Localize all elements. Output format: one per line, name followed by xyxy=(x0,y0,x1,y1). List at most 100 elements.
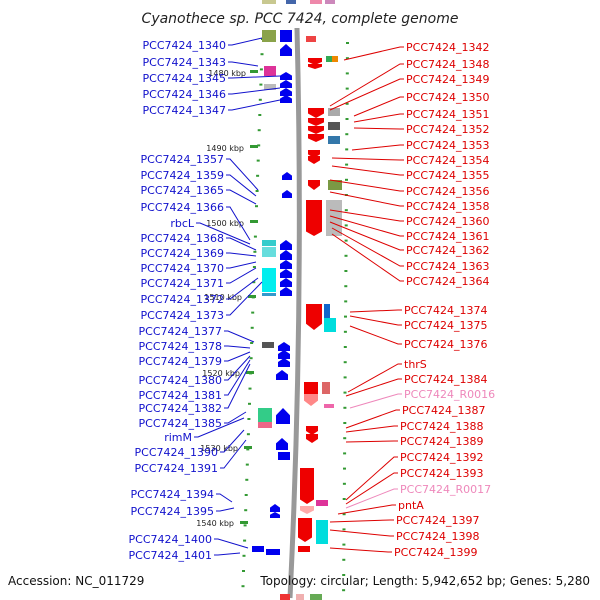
left-gene-label[interactable]: PCC7424_1359 xyxy=(141,169,224,182)
gene-glyphs xyxy=(252,30,342,555)
right-gene-label[interactable]: PCC7424_1354 xyxy=(406,154,489,167)
right-gene-label[interactable]: PCC7424_1374 xyxy=(404,304,487,317)
left-gene-label[interactable]: PCC7424_1373 xyxy=(141,309,224,322)
gene-block xyxy=(262,268,276,292)
leader-line xyxy=(349,309,402,313)
left-gene-label[interactable]: PCC7424_1377 xyxy=(139,325,222,338)
right-gene-label[interactable]: PCC7424_1360 xyxy=(406,215,489,228)
tick: 1510 kbp xyxy=(204,293,256,302)
gene-block xyxy=(316,520,328,544)
forward-gene-arrow xyxy=(278,342,290,351)
tick: 1480 kbp xyxy=(208,69,258,78)
left-gene-label[interactable]: PCC7424_1343 xyxy=(143,56,226,69)
gene-block xyxy=(332,56,338,62)
gene-block xyxy=(262,30,276,42)
right-gene-label[interactable]: PCC7424_1376 xyxy=(404,338,487,351)
leader-line xyxy=(220,429,245,453)
right-gene-label[interactable]: thrS xyxy=(404,358,427,371)
left-gene-label[interactable]: PCC7424_1395 xyxy=(131,505,214,518)
tick-label: 1510 kbp xyxy=(204,293,242,302)
left-gene-label[interactable]: PCC7424_1380 xyxy=(139,374,222,387)
gene-block xyxy=(258,408,272,422)
gene-block xyxy=(252,546,264,552)
right-gene-label[interactable]: PCC7424_1355 xyxy=(406,169,489,182)
left-gene-label[interactable]: PCC7424_1347 xyxy=(143,104,226,117)
guide-dot xyxy=(258,114,262,116)
guide-dot xyxy=(345,102,349,105)
right-gene-label[interactable]: PCC7424_1388 xyxy=(400,420,483,433)
left-gene-label[interactable]: PCC7424_1366 xyxy=(141,201,224,214)
gene-block xyxy=(322,382,330,394)
left-gene-label[interactable]: PCC7424_1369 xyxy=(141,247,224,260)
right-gene-label[interactable]: PCC7424_1349 xyxy=(406,73,489,86)
left-gene-label[interactable]: PCC7424_1372 xyxy=(141,293,224,306)
right-gene-label[interactable]: PCC7424_R0016 xyxy=(404,388,495,401)
leader-line xyxy=(329,519,394,523)
guide-dot xyxy=(345,57,349,60)
left-gene-label[interactable]: PCC7424_1400 xyxy=(129,533,212,546)
reverse-gene-arrow xyxy=(306,226,322,236)
forward-gene-arrow xyxy=(276,408,290,424)
right-gene-label[interactable]: PCC7424_1398 xyxy=(396,530,479,543)
left-gene-label[interactable]: PCC7424_1394 xyxy=(131,488,214,501)
right-gene-label[interactable]: PCC7424_R0017 xyxy=(400,483,491,496)
left-gene-label[interactable]: PCC7424_1382 xyxy=(139,402,222,415)
left-gene-label[interactable]: PCC7424_1378 xyxy=(139,340,222,353)
leader-line xyxy=(329,215,404,237)
left-gene-label[interactable]: PCC7424_1370 xyxy=(141,262,224,275)
left-gene-label[interactable]: PCC7424_1385 xyxy=(139,417,222,430)
guide-dot xyxy=(343,406,347,409)
right-gene-label[interactable]: PCC7424_1393 xyxy=(400,467,483,480)
leader-line xyxy=(329,221,404,251)
left-gene-label[interactable]: PCC7424_1346 xyxy=(143,88,226,101)
gene-block xyxy=(300,468,314,496)
guide-dot xyxy=(257,129,261,132)
guide-dot xyxy=(246,433,250,436)
gene-block xyxy=(264,66,276,76)
left-gene-label[interactable]: rimM xyxy=(164,431,192,444)
right-gene-label[interactable]: pntA xyxy=(398,499,424,512)
right-gene-label[interactable]: PCC7424_1350 xyxy=(406,91,489,104)
left-gene-label[interactable]: PCC7424_1390 xyxy=(135,446,218,459)
right-gene-label[interactable]: PCC7424_1389 xyxy=(400,435,483,448)
guide-dot xyxy=(346,42,349,44)
right-gene-label[interactable]: PCC7424_1362 xyxy=(406,244,489,257)
right-gene-label[interactable]: PCC7424_1348 xyxy=(406,58,489,71)
leader-line xyxy=(353,113,404,123)
forward-gene-arrow xyxy=(282,172,292,180)
right-gene-label[interactable]: PCC7424_1392 xyxy=(400,451,483,464)
right-gene-label[interactable]: PCC7424_1375 xyxy=(404,319,487,332)
left-gene-label[interactable]: PCC7424_1391 xyxy=(135,462,218,475)
right-gene-label[interactable]: PCC7424_1387 xyxy=(402,404,485,417)
tick: 1530 kbp xyxy=(200,444,252,453)
right-gene-label[interactable]: PCC7424_1351 xyxy=(406,108,489,121)
left-gene-label[interactable]: rbcL xyxy=(170,217,195,230)
left-gene-label[interactable]: PCC7424_1368 xyxy=(141,232,224,245)
right-gene-label[interactable]: PCC7424_1353 xyxy=(406,139,489,152)
left-gene-label[interactable]: PCC7424_1365 xyxy=(141,184,224,197)
left-gene-label[interactable]: PCC7424_1381 xyxy=(139,389,222,402)
left-gene-label[interactable]: PCC7424_1379 xyxy=(139,355,222,368)
left-gene-label[interactable]: PCC7424_1357 xyxy=(141,153,224,166)
guide-dot xyxy=(259,68,263,71)
right-gene-label[interactable]: PCC7424_1342 xyxy=(406,41,489,54)
left-gene-label[interactable]: PCC7424_1340 xyxy=(143,39,226,52)
forward-gene-arrow xyxy=(280,80,292,88)
right-gene-label[interactable]: PCC7424_1352 xyxy=(406,123,489,136)
left-gene-label[interactable]: PCC7424_1401 xyxy=(129,549,212,562)
right-gene-label[interactable]: PCC7424_1361 xyxy=(406,230,489,243)
leader-line xyxy=(226,174,257,197)
leader-line xyxy=(353,127,404,130)
right-gene-label[interactable]: PCC7424_1364 xyxy=(406,275,489,288)
right-gene-label[interactable]: PCC7424_1358 xyxy=(406,200,489,213)
left-gene-label[interactable]: PCC7424_1371 xyxy=(141,277,224,290)
guide-dot xyxy=(242,570,245,572)
right-gene-label[interactable]: PCC7424_1356 xyxy=(406,185,489,198)
leader-line xyxy=(331,233,404,282)
left-gene-label[interactable]: PCC7424_1345 xyxy=(143,72,226,85)
right-gene-label[interactable]: PCC7424_1397 xyxy=(396,514,479,527)
right-gene-label[interactable]: PCC7424_1399 xyxy=(394,546,477,559)
right-gene-label[interactable]: PCC7424_1363 xyxy=(406,260,489,273)
right-gene-label[interactable]: PCC7424_1384 xyxy=(404,373,487,386)
map-title: Cyanothece sp. PCC 7424, complete genome xyxy=(142,11,459,27)
